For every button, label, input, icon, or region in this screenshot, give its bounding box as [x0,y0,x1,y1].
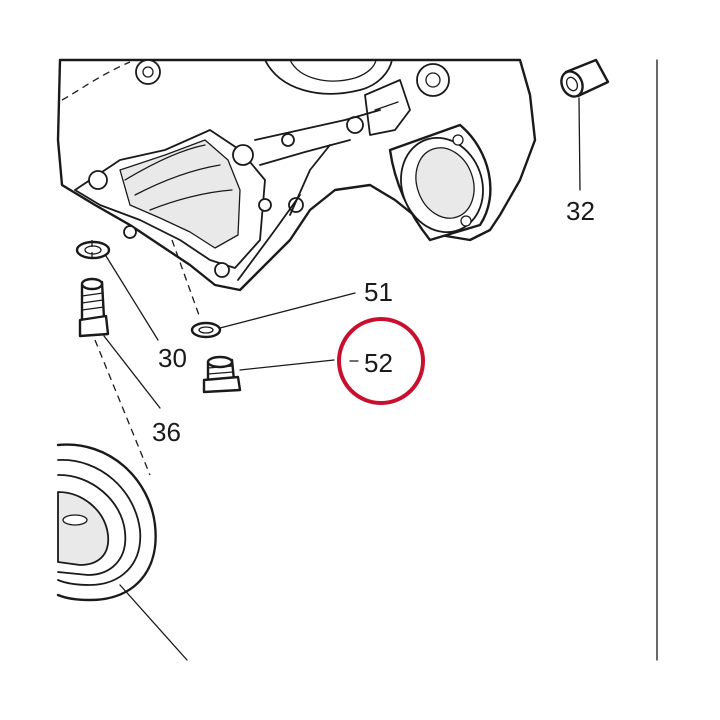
bearing-flange [388,123,492,242]
alignment-line-pin [94,339,151,476]
callout-32: 32 [566,196,595,226]
callout-30: 30 [158,343,187,373]
pulley-wheel [56,443,188,661]
callout-51: 51 [364,277,393,307]
part-36-screw [78,277,161,409]
part-52-drain-plug [202,355,335,394]
engine-housing [56,58,537,292]
callout-36: 36 [152,417,181,447]
part-51-o-ring [190,292,356,339]
alignment-line-drain [171,239,201,319]
callout-52: 52 [364,348,393,378]
part-32-sleeve [560,58,610,191]
part-30-washer [75,240,159,341]
highlight-circle [337,317,425,405]
